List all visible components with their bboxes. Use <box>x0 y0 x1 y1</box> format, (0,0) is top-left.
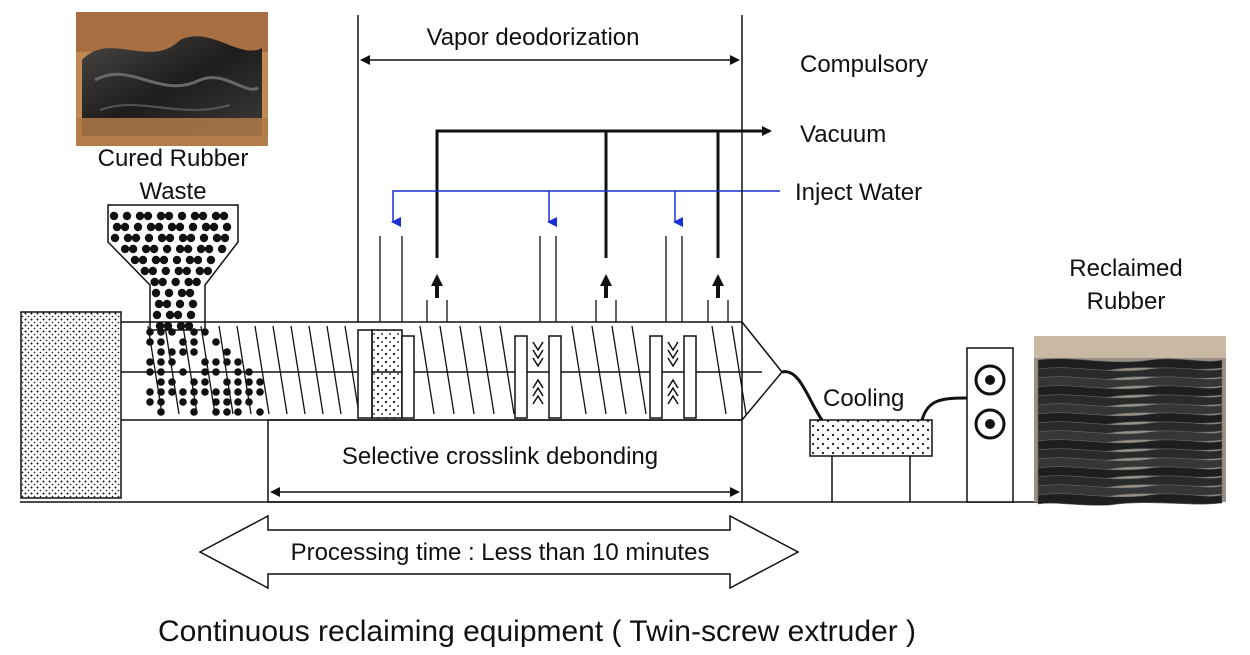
water-lines <box>391 190 780 227</box>
rubber-sheet-stack <box>1037 358 1223 506</box>
vacuum-port-arrows <box>431 274 724 298</box>
up-arrow-icon <box>712 274 724 298</box>
processing-time-label: Processing time : Less than 10 minutes <box>291 539 710 566</box>
cooling-label: Cooling <box>823 385 904 412</box>
pelletizer-unit <box>966 347 1014 503</box>
vacuum-label: Vacuum <box>800 121 886 148</box>
reclaimed-label-1: Reclaimed <box>1069 255 1182 282</box>
up-arrow-icon <box>600 274 612 298</box>
up-arrow-icon <box>431 274 443 298</box>
reclaimed-rubber-photo <box>1034 336 1226 506</box>
extruder-barrel <box>121 321 783 503</box>
kneading-elements <box>532 341 679 405</box>
feed-zone-pellets <box>146 328 264 416</box>
selective-debonding-label: Selective crosslink debonding <box>342 443 658 470</box>
vapor-dimension <box>357 15 743 322</box>
feed-hopper <box>107 204 239 331</box>
seal-blocks <box>357 329 697 419</box>
reclaimed-label-2: Rubber <box>1087 288 1166 315</box>
screw-flights <box>147 325 747 415</box>
cured-rubber-label-2: Waste <box>139 178 206 205</box>
cured-rubber-label-1: Cured Rubber <box>98 145 249 172</box>
processing-time-arrow <box>198 514 800 590</box>
hopper-pellets <box>109 211 232 331</box>
barrel-ports <box>379 236 729 322</box>
vapor-deodorization-label: Vapor deodorization <box>426 24 639 51</box>
compulsory-label: Compulsory <box>800 51 928 78</box>
cooling-bath <box>809 419 933 502</box>
diagram-title: Continuous reclaiming equipment ( Twin-s… <box>158 615 916 648</box>
drive-motor-box <box>20 311 122 499</box>
strand-to-pelletizer <box>920 396 968 421</box>
inject-water-label: Inject Water <box>795 179 922 206</box>
vacuum-lines <box>435 126 772 258</box>
extrudate-strand <box>781 370 824 421</box>
cured-rubber-photo <box>76 12 268 146</box>
